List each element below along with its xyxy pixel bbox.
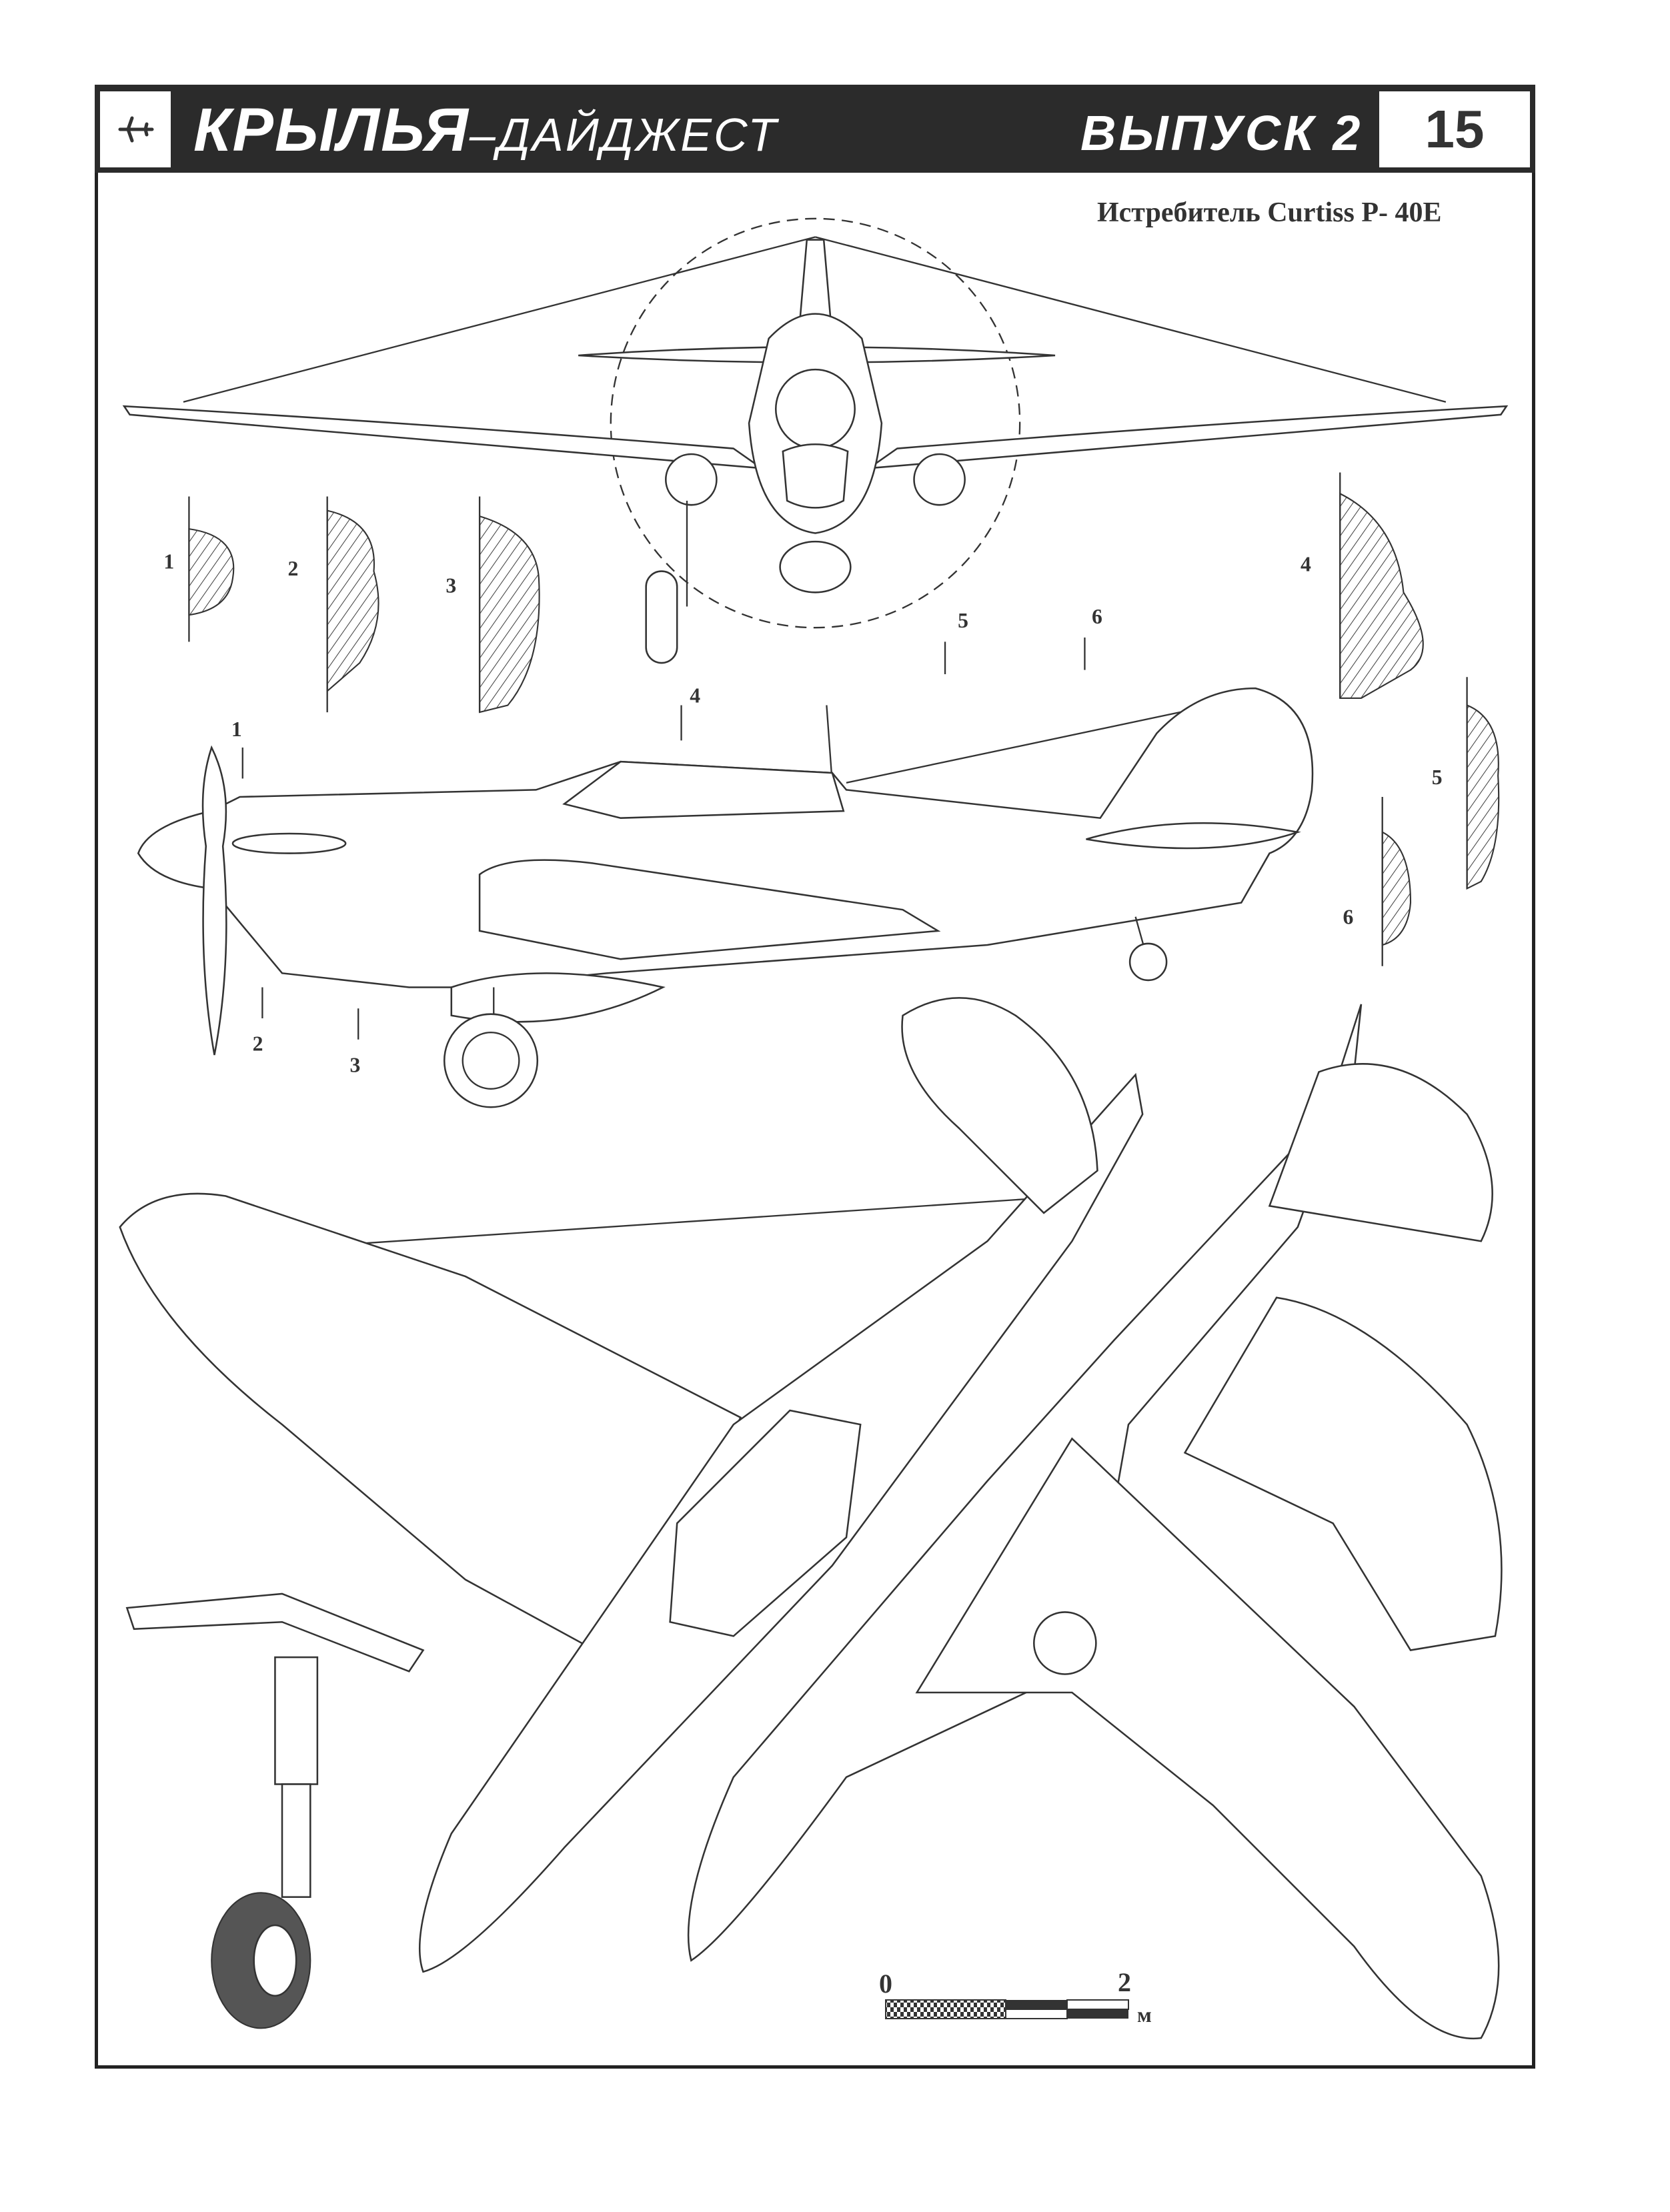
- top-view: [119, 997, 1144, 1973]
- side-wing: [478, 859, 941, 960]
- landing-gear-detail: [125, 1592, 425, 2029]
- scale-end: 2: [1118, 1967, 1131, 1997]
- side-view: 1 2 3 4 5 6: [137, 677, 1500, 1108]
- top-cockpit: [669, 1409, 862, 1637]
- section-label: 6: [1343, 905, 1353, 928]
- magazine-title: КРЫЛЬЯ–ДАЙДЖЕСТ: [193, 93, 778, 171]
- bottom-view: [687, 1004, 1503, 2040]
- top-wing: [119, 1192, 742, 1666]
- front-wing-left: [122, 405, 765, 469]
- title-main: КРЫЛЬЯ: [193, 96, 470, 164]
- side-fuselage: [137, 687, 1314, 988]
- detached-wing-panel: [1183, 1296, 1503, 1651]
- bottom-wing: [915, 1437, 1500, 2040]
- exhaust-stacks: [231, 832, 347, 854]
- bottom-wheel: [1033, 1611, 1097, 1675]
- scale-unit: м: [1137, 2003, 1152, 2027]
- page-number: 15: [1379, 91, 1530, 167]
- header-band: [95, 85, 1535, 173]
- scale-start: 0: [879, 1969, 892, 1999]
- scale-bar: 0 2 м: [879, 1967, 1152, 2027]
- tail-wheel: [1128, 942, 1168, 982]
- section-label: 3: [350, 1053, 361, 1076]
- bottom-stabilizer: [1268, 1063, 1493, 1242]
- section-label: 4: [1301, 553, 1311, 576]
- section-label: 2: [253, 1032, 263, 1056]
- front-sections: 1 2 3 4 5 6: [163, 472, 1424, 714]
- front-view: [122, 217, 1509, 664]
- side-propeller: [201, 745, 227, 1056]
- section-label: 2: [287, 557, 298, 580]
- propeller-arc: [610, 217, 1021, 629]
- section-label: 1: [231, 718, 242, 741]
- front-wing-right: [866, 405, 1509, 469]
- side-canopy: [562, 760, 845, 819]
- front-wheel: [645, 570, 678, 664]
- section-label: 5: [958, 609, 968, 632]
- section-label: 1: [163, 549, 174, 573]
- top-stabilizer: [901, 997, 1098, 1214]
- section-label: 4: [690, 684, 700, 707]
- section-label: 6: [1092, 605, 1102, 628]
- issue-label: ВЫПУСК 2: [1080, 105, 1363, 161]
- airplane-icon: [118, 116, 154, 143]
- front-radiator: [779, 540, 852, 594]
- logo-box: [100, 91, 171, 167]
- main-wheel: [443, 1013, 539, 1108]
- drawing-title: Истребитель Curtiss P- 40E: [1097, 197, 1442, 228]
- title-sub: –ДАЙДЖЕСТ: [469, 109, 778, 161]
- section-label: 3: [446, 574, 456, 597]
- section-label: 5: [1432, 766, 1443, 789]
- side-stabilizer: [1086, 822, 1301, 850]
